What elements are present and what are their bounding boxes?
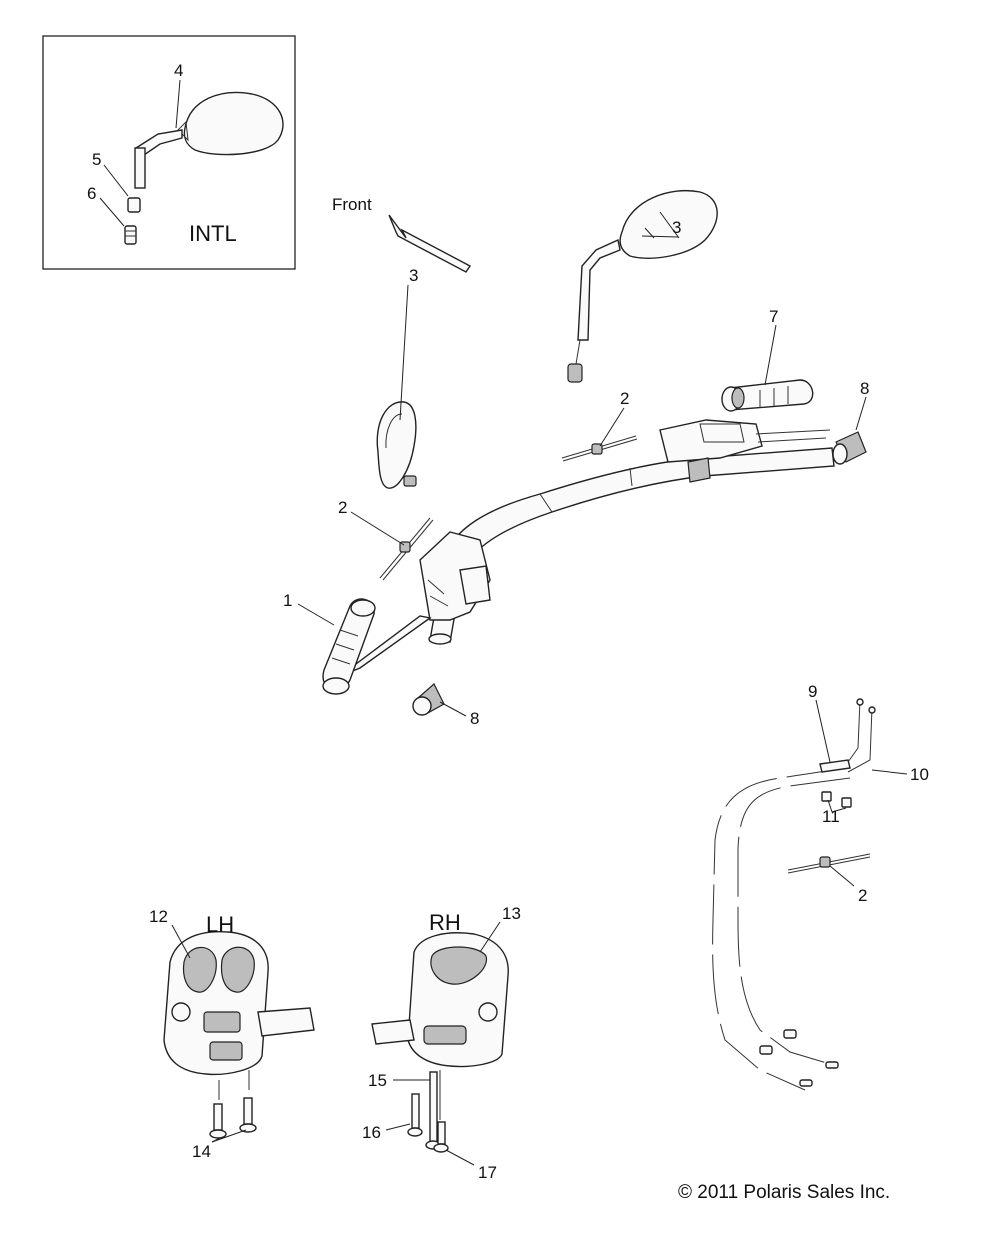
callout-16: 16 <box>362 1123 381 1142</box>
right-grip <box>721 379 814 412</box>
copyright: © 2011 Polaris Sales Inc. <box>678 1182 890 1203</box>
intl-mirror <box>134 91 284 189</box>
cable-tie-left <box>379 517 434 581</box>
lh-screws <box>209 1070 257 1139</box>
left-grip <box>322 598 376 695</box>
intl-inset: 4 5 6 INTL <box>42 35 296 270</box>
left-lever-assembly <box>347 531 491 674</box>
callout-8-left: 8 <box>470 709 479 728</box>
callout-3-left: 3 <box>409 266 418 285</box>
intl-nut <box>127 197 141 213</box>
rh-label: RH <box>429 910 461 935</box>
callout-13: 13 <box>502 904 521 923</box>
right-master-cylinder <box>659 419 831 483</box>
right-mirror <box>567 189 718 383</box>
front-arrow: Front <box>332 195 472 273</box>
callout-17: 17 <box>478 1163 497 1182</box>
front-label: Front <box>332 195 372 214</box>
callout-12: 12 <box>149 907 168 926</box>
callout-11: 11 <box>822 807 840 826</box>
callout-14: 14 <box>192 1142 211 1161</box>
callout-9: 9 <box>808 682 817 701</box>
bar-end-right <box>832 431 867 465</box>
callout-10: 10 <box>910 765 929 784</box>
lh-switch-housing <box>163 931 315 1076</box>
rh-screws <box>407 1070 449 1153</box>
callout-8-right: 8 <box>860 379 869 398</box>
intl-label: INTL <box>189 221 237 246</box>
callout-2-right: 2 <box>858 886 867 905</box>
callout-15: 15 <box>368 1071 387 1090</box>
callout-2-left: 2 <box>338 498 347 517</box>
rh-switch-housing <box>371 932 509 1068</box>
callout-5: 5 <box>92 150 101 169</box>
intl-adapter <box>124 225 137 245</box>
callout-4: 4 <box>174 61 183 80</box>
callout-2-center: 2 <box>620 389 629 408</box>
callout-3-right: 3 <box>672 218 681 237</box>
lh-label: LH <box>206 912 234 937</box>
callout-1: 1 <box>283 591 292 610</box>
callout-6: 6 <box>87 184 96 203</box>
throttle-cables <box>712 698 876 1091</box>
handlebar <box>428 447 835 645</box>
cable-tie-center <box>561 435 638 462</box>
bar-end-left <box>412 683 445 716</box>
cable-tie-right <box>787 853 871 874</box>
cable-clips <box>821 791 852 808</box>
left-mirror <box>376 401 417 489</box>
callout-7: 7 <box>769 307 778 326</box>
